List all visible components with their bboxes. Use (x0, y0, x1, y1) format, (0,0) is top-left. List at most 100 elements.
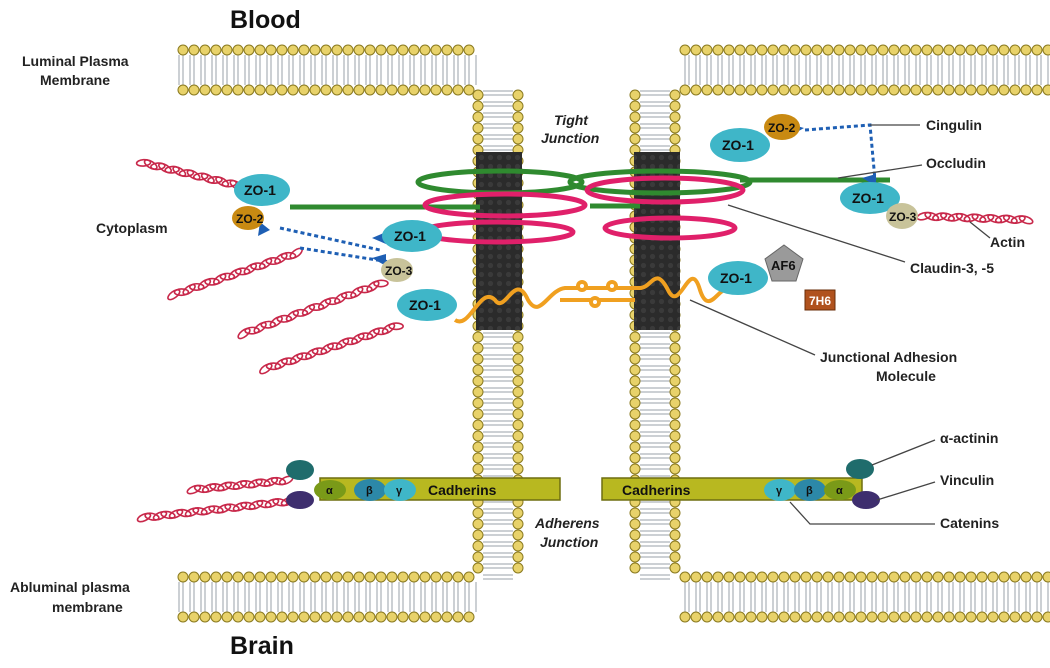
lipid-head (723, 84, 735, 96)
actin-subunit (342, 337, 358, 346)
lipid-head (965, 84, 977, 96)
lipid-head (789, 571, 801, 583)
actin-subunit (301, 304, 316, 316)
catenin-gamma-right (764, 479, 796, 501)
zo1-left-bottom-label: ZO-1 (409, 297, 441, 313)
alpha-symbol-left: α (326, 485, 333, 497)
tight-junction-label-line1: Tight (554, 112, 589, 128)
actin-subunit (940, 212, 955, 222)
cytoplasm-label: Cytoplasm (96, 220, 168, 236)
lipid-head (254, 571, 266, 583)
lipid-head (899, 44, 911, 56)
actin-subunit (311, 347, 328, 356)
alpha-actinin-blob-left (286, 460, 314, 480)
actin-subunit (317, 298, 332, 310)
lipid-head (265, 44, 277, 56)
zo3-right-shape (886, 203, 918, 229)
lipid-head (298, 84, 310, 96)
lipid-head (833, 571, 845, 583)
actin-subunit (232, 480, 248, 490)
lipid-head (866, 84, 878, 96)
lipid-head (629, 342, 641, 354)
lipid-head (375, 611, 387, 623)
lipid-head (512, 364, 524, 376)
lipid-head (800, 571, 812, 583)
zo1-right-middle-label: ZO-1 (852, 190, 884, 206)
actin-subunit (366, 280, 380, 293)
lipid-head (243, 571, 255, 583)
lipid-head (441, 571, 453, 583)
lipid-head (932, 571, 944, 583)
lipid-head (1031, 611, 1043, 623)
vinculin-label: Vinculin (940, 472, 994, 488)
lipid-head (386, 84, 398, 96)
lipid-head (188, 84, 200, 96)
zo1-right-top-label: ZO-1 (722, 137, 754, 153)
lipid-head (419, 84, 431, 96)
lipid-head (822, 84, 834, 96)
lipid-head (669, 89, 681, 101)
lipid-head (745, 611, 757, 623)
lipid-head (1031, 571, 1043, 583)
actin-subunit (381, 323, 396, 335)
lipid-head (232, 44, 244, 56)
claudin-label: Claudin-3, -5 (910, 260, 994, 276)
lipid-head (472, 353, 484, 365)
actin-subunit (192, 172, 209, 181)
actin-subunit (281, 357, 297, 366)
lipid-head (921, 44, 933, 56)
lipid-head (342, 84, 354, 96)
lipid-head (712, 611, 724, 623)
alpha-actinin-label: α-actinin (940, 430, 998, 446)
lipid-head (629, 331, 641, 343)
zo3-left-label: ZO-3 (385, 264, 413, 278)
actin-subunit (224, 481, 240, 491)
lipid-head (199, 44, 211, 56)
lipid-head (441, 44, 453, 56)
lipid-head (430, 44, 442, 56)
lipid-head (712, 84, 724, 96)
lipid-head (954, 84, 966, 96)
actin-subunit (243, 263, 258, 275)
actin-subunit (1010, 215, 1026, 224)
lipid-head (472, 507, 484, 519)
actin-subunit (217, 481, 232, 492)
lipid-head (298, 44, 310, 56)
actin-subunit (244, 326, 260, 335)
actin-subunit (258, 257, 273, 270)
lipid-head (221, 44, 233, 56)
lipid-head (954, 44, 966, 56)
actin-subunit (232, 501, 248, 512)
actin-subunit (265, 257, 282, 266)
lipid-head (877, 571, 889, 583)
lipid-head (287, 84, 299, 96)
lipid-head (888, 44, 900, 56)
lipid-head (778, 44, 790, 56)
lipid-head (353, 44, 365, 56)
lipid-head (408, 44, 420, 56)
lipid-head (331, 571, 343, 583)
lipid-head (1020, 571, 1032, 583)
lipid-head (430, 611, 442, 623)
lipid-head (353, 611, 365, 623)
lipid-head (512, 441, 524, 453)
lipid-head (364, 44, 376, 56)
actin-subunit (152, 510, 168, 521)
lipid-head (463, 44, 475, 56)
tight-junction-label-line2: Junction (541, 130, 599, 146)
lipid-head (199, 84, 211, 96)
lipid-head (276, 571, 288, 583)
lipid-head (629, 353, 641, 365)
actin-subunit (292, 308, 309, 317)
actin-subunit (184, 507, 200, 518)
lipid-head (309, 84, 321, 96)
lipid-head (965, 571, 977, 583)
actin-subunit (263, 477, 279, 487)
lipid-head (888, 611, 900, 623)
lipid-head (822, 44, 834, 56)
lipid-head (910, 571, 922, 583)
lipid-head (512, 562, 524, 574)
lipid-head (375, 571, 387, 583)
lipid-head (998, 84, 1010, 96)
lipid-head (512, 430, 524, 442)
